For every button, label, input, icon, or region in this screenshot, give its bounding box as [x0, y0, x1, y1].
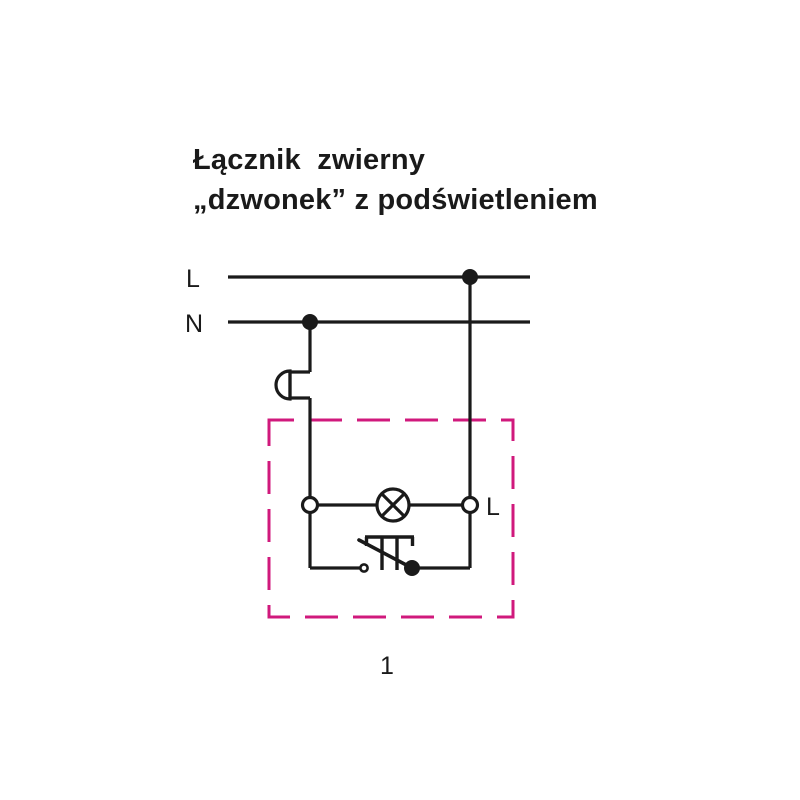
diagram-title: Łącznik zwierny „dzwonek” z podświetleni…	[193, 140, 713, 220]
title-line-1: Łącznik zwierny	[193, 144, 426, 176]
figure-number-label: 1	[380, 652, 394, 680]
terminal-label-L: L	[486, 493, 500, 521]
rail-label-L: L	[186, 265, 200, 293]
switch-pivot-dot	[404, 560, 420, 576]
push-button-actuator-icon	[364, 535, 415, 570]
junction-dot-L	[462, 269, 478, 285]
terminal-right-circle	[460, 495, 480, 515]
junction-dot-N	[302, 314, 318, 330]
indicator-lamp-icon	[375, 487, 411, 523]
supply-rails	[228, 275, 530, 324]
terminal-left-circle	[300, 495, 320, 515]
rail-label-N: N	[185, 310, 203, 338]
bell-icon	[274, 369, 292, 401]
contact-open-end-circle	[359, 563, 369, 573]
switch-module-boundary	[267, 418, 515, 619]
title-line-2: „dzwonek” z podświetleniem	[193, 184, 598, 216]
